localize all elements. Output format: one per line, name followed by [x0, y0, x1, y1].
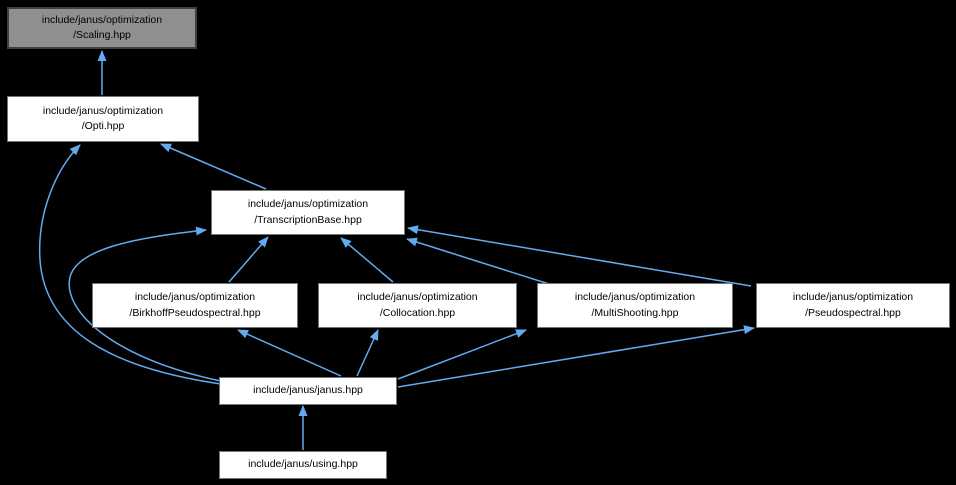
- edge-janus-to-multishooting: [397, 329, 527, 380]
- node-label-line2: /Pseudospectral.hpp: [805, 306, 901, 319]
- node-scaling-hpp[interactable]: include/janus/optimization /Scaling.hpp: [7, 7, 197, 49]
- edge-birkhoff-to-transcription: [228, 236, 269, 283]
- node-label-line1: include/janus/optimization: [134, 291, 256, 304]
- node-label-line2: /MultiShooting.hpp: [591, 306, 679, 319]
- node-label-line1: include/janus/janus.hpp: [253, 384, 363, 397]
- edge-transcription-to-opti: [160, 143, 267, 190]
- node-label-line1: include/janus/optimization: [574, 291, 696, 304]
- node-label-line1: include/janus/optimization: [792, 291, 914, 304]
- node-label-line1: include/janus/using.hpp: [248, 458, 358, 471]
- node-opti-hpp[interactable]: include/janus/optimization /Opti.hpp: [7, 96, 199, 142]
- edge-collocation-to-transcription: [340, 237, 394, 283]
- node-label-line2: /TranscriptionBase.hpp: [254, 213, 362, 226]
- node-label-line1: include/janus/optimization: [41, 13, 163, 26]
- node-janus-hpp[interactable]: include/janus/janus.hpp: [219, 377, 397, 405]
- node-label-line2: /Scaling.hpp: [73, 29, 131, 41]
- node-multi-shooting-hpp[interactable]: include/janus/optimization /MultiShootin…: [537, 283, 733, 328]
- edge-janus-to-transcription: [68, 226, 222, 382]
- node-transcription-base-hpp[interactable]: include/janus/optimization /Transcriptio…: [211, 190, 405, 235]
- edge-pseudospectral-to-transcription: [407, 225, 752, 287]
- node-label-line1: include/janus/optimization: [42, 104, 164, 117]
- edge-janus-to-collocation: [356, 329, 379, 377]
- node-pseudospectral-hpp[interactable]: include/janus/optimization /Pseudospectr…: [756, 283, 950, 328]
- node-label-line1: include/janus/optimization: [247, 198, 369, 211]
- edge-janus-to-opti: [38, 144, 222, 385]
- edge-janus-to-birkhoff: [237, 329, 342, 377]
- node-label-line1: include/janus/optimization: [357, 291, 478, 304]
- edge-janus-to-pseudospectral: [397, 325, 755, 388]
- node-using-hpp[interactable]: include/janus/using.hpp: [219, 451, 387, 479]
- edge-multishooting-to-transcription: [406, 237, 550, 285]
- node-birkhoff-pseudospectral-hpp[interactable]: include/janus/optimization /BirkhoffPseu…: [92, 283, 298, 328]
- node-collocation-hpp[interactable]: include/janus/optimization /Collocation.…: [318, 283, 517, 328]
- node-label-line2: /BirkhoffPseudospectral.hpp: [129, 306, 261, 319]
- node-label-line2: /Opti.hpp: [81, 120, 125, 132]
- node-label-line2: /Collocation.hpp: [379, 306, 456, 319]
